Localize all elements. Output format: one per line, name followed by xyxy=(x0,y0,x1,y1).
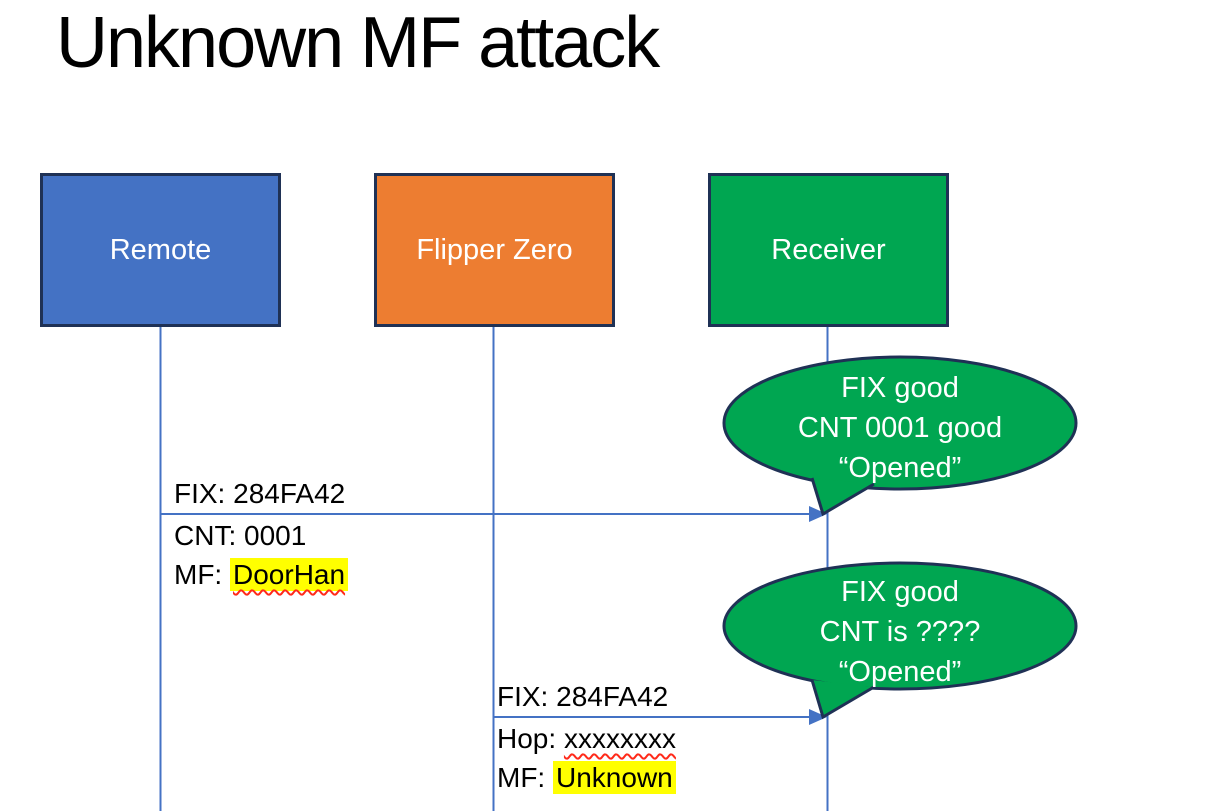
message-2-arrowhead-icon xyxy=(809,709,827,725)
message-1-cnt-value: 0001 xyxy=(244,520,307,551)
message-2-hop-line: Hop: xxxxxxxx xyxy=(497,723,676,762)
actor-box-flipper-zero: Flipper Zero xyxy=(374,173,615,327)
message-1-cnt-line: CNT: 0001 xyxy=(174,520,348,559)
actor-label-remote: Remote xyxy=(109,233,212,266)
message-2-mf-prefix: MF: xyxy=(497,762,546,793)
message-1-mf-value-highlighted: DoorHan xyxy=(230,558,349,591)
message-1-cnt-prefix: CNT: xyxy=(174,520,237,551)
callout-2-line-2: CNT is ???? xyxy=(819,616,981,648)
callout-1-text: FIX good CNT 0001 good “Opened” xyxy=(724,368,1076,488)
message-2-hop-prefix: Hop: xyxy=(497,723,557,754)
message-2-mf-line: MF: Unknown xyxy=(497,761,676,801)
message-2-label-above: FIX: 284FA42 xyxy=(497,681,669,712)
callout-bubble-2-shape xyxy=(722,561,1078,691)
message-1-label-above: FIX: 284FA42 xyxy=(174,478,346,509)
actor-label-receiver: Receiver xyxy=(771,233,886,266)
actor-label-flipper-zero: Flipper Zero xyxy=(416,233,573,266)
message-2-label-below: Hop: xxxxxxxx MF: Unknown xyxy=(497,723,676,801)
message-1-arrowhead-icon xyxy=(809,506,827,522)
callout-bubble-2-tail xyxy=(810,679,875,720)
callout-1-line-3: “Opened” xyxy=(838,452,962,484)
message-1-label-below: CNT: 0001 MF: DoorHan xyxy=(174,520,349,598)
message-1-mf-prefix: MF: xyxy=(174,559,223,590)
callout-2-line-3: “Opened” xyxy=(838,656,962,688)
callout-1-line-2: CNT 0001 good xyxy=(797,412,1003,444)
callout-2-text: FIX good CNT is ???? “Opened” xyxy=(724,572,1076,692)
slide-title: Unknown MF attack xyxy=(56,3,660,83)
callout-2-line-1: FIX good xyxy=(841,576,959,608)
callout-bubble-1-shape xyxy=(722,355,1078,491)
message-2-mf-value-highlighted: Unknown xyxy=(553,761,676,794)
message-2-hop-value: xxxxxxxx xyxy=(563,723,676,754)
actor-box-remote: Remote xyxy=(40,173,281,327)
callout-bubble-1-tail xyxy=(810,477,875,517)
callout-1-line-1: FIX good xyxy=(841,372,959,404)
message-1-mf-line: MF: DoorHan xyxy=(174,558,349,598)
actor-box-receiver: Receiver xyxy=(708,173,949,327)
